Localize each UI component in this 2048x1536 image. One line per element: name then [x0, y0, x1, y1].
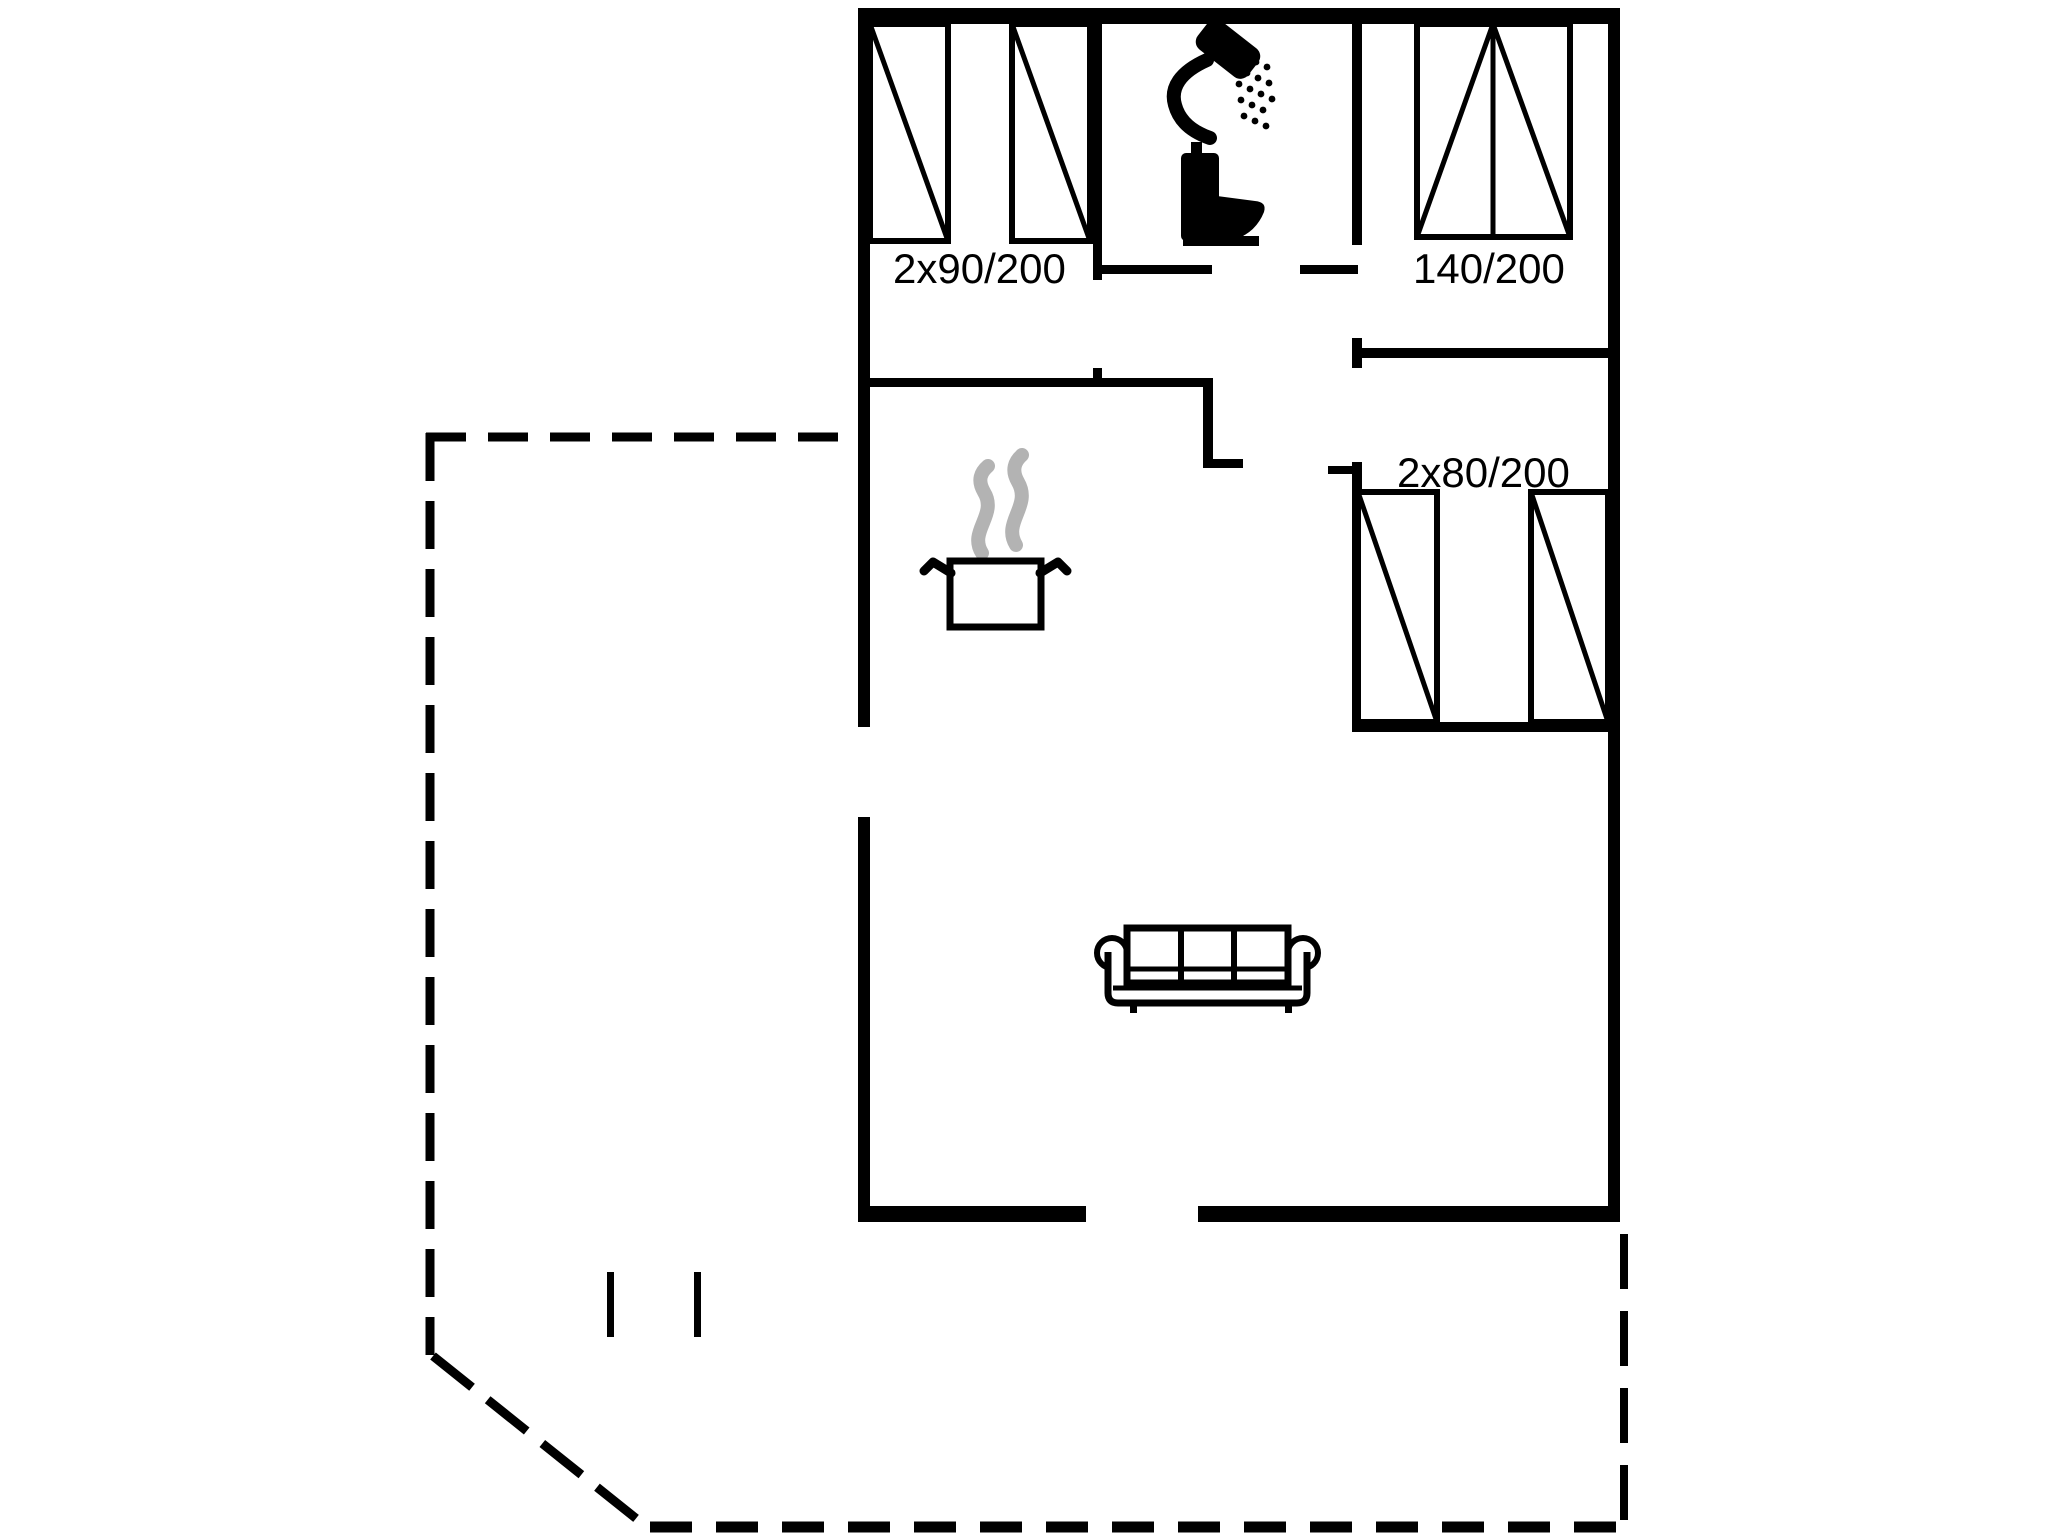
wall-hall-stub [1213, 459, 1243, 468]
shower-icon [1166, 19, 1276, 145]
wall-bathroom-west-tick [1093, 368, 1102, 387]
label-double-bed: 140/200 [1413, 245, 1565, 292]
wall-top [858, 8, 1620, 24]
wall-bottom-left-segment [858, 1206, 1086, 1222]
label-twin-beds-top: 2x90/200 [893, 245, 1066, 292]
cooking-pot-steam-icon [919, 448, 1072, 631]
entrance-step-marks [607, 1272, 701, 1337]
entrance-step-mark-right [694, 1272, 701, 1337]
wall-hall-horizontal [870, 378, 1213, 387]
toilet-icon [1181, 142, 1265, 246]
wall-bedroom3-south [1352, 722, 1608, 732]
wall-bedroom2-south [1352, 348, 1608, 358]
bed-symbols [867, 21, 1611, 725]
wall-bedroom3-door-dash [1328, 466, 1352, 474]
wall-bottom-right-segment [1198, 1206, 1620, 1222]
wall-left-lower [858, 817, 870, 1222]
shower-spray-dots [1230, 48, 1276, 130]
entrance-step-mark-left [607, 1272, 614, 1337]
wall-hall-vertical [1203, 378, 1213, 468]
steam-wave-left [971, 459, 995, 560]
bed-single-lower-left [1355, 489, 1440, 725]
wall-bathroom-south-stub [1300, 265, 1358, 274]
sofa-icon [1094, 924, 1321, 1013]
outer-walls [858, 8, 1620, 1222]
bed-double [1414, 21, 1573, 240]
wall-bathroom-south [1095, 265, 1212, 274]
bed-single-left [867, 21, 951, 244]
wall-bedroom2-west [1352, 8, 1362, 245]
terrace-dashed-boundary [425, 432, 1630, 1533]
wall-bathroom-west [1093, 8, 1102, 280]
bed-single-right [1009, 21, 1093, 244]
steam-wave-right [1005, 448, 1029, 552]
wall-right [1608, 8, 1620, 1222]
terrace-boundary-diagonal [430, 1352, 651, 1532]
bed-single-lower-right [1528, 489, 1611, 725]
wall-bedroom2-south-tick [1352, 338, 1362, 368]
label-twin-beds-right: 2x80/200 [1397, 449, 1570, 496]
